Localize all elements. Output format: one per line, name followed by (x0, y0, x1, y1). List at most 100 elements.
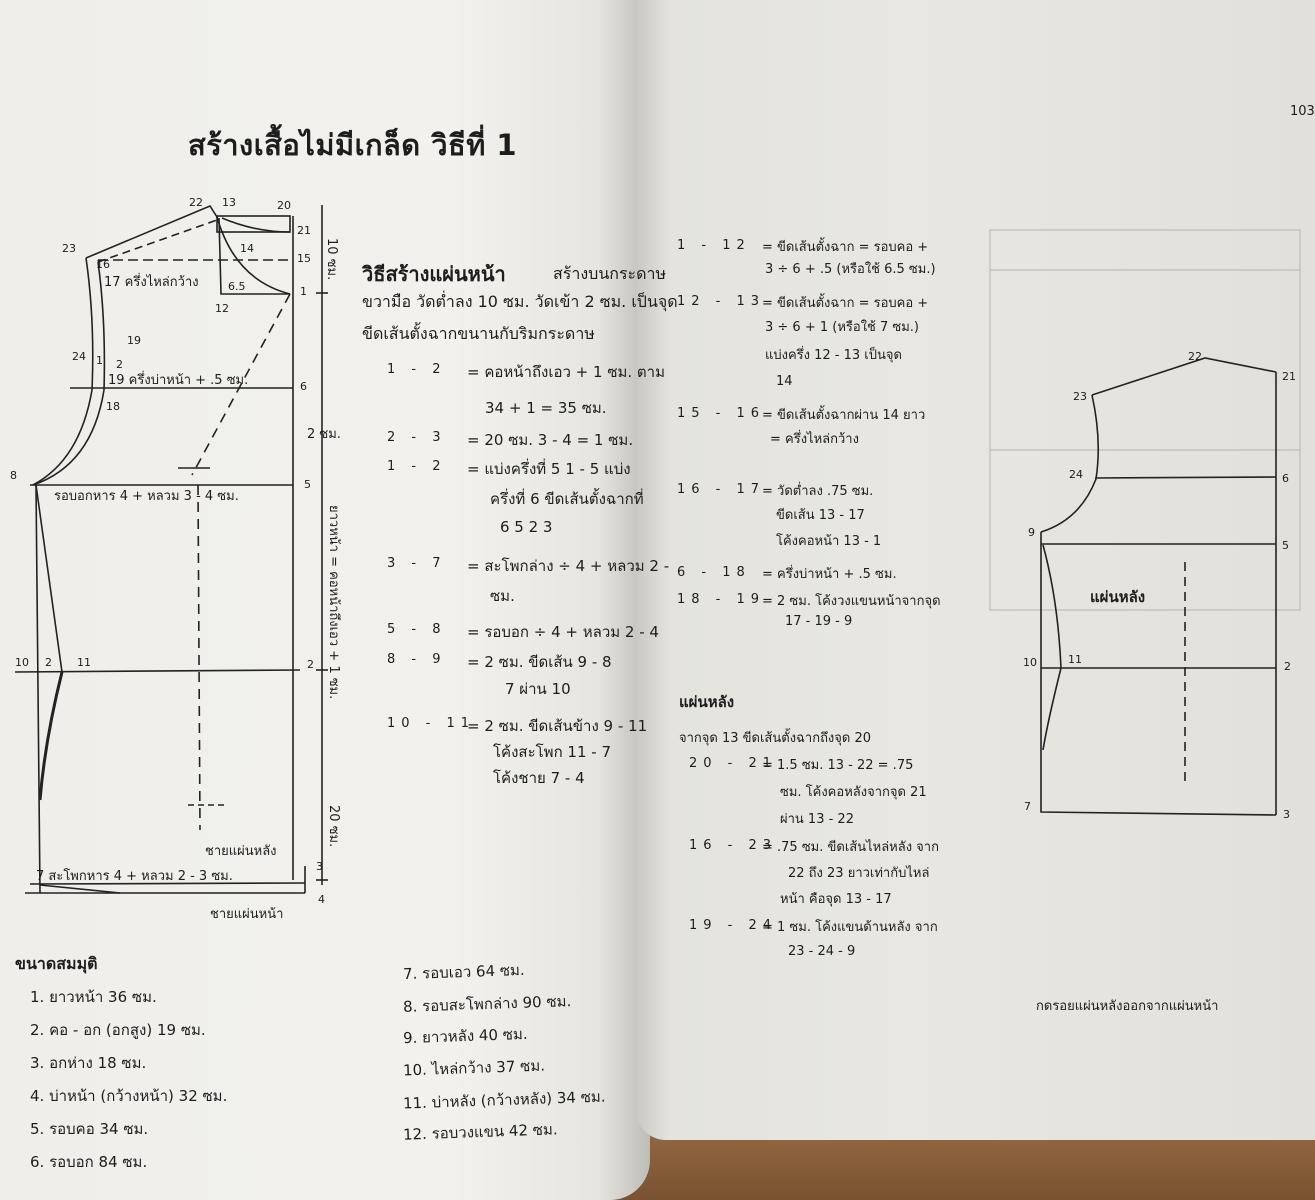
step-text: = 2 ซม. โค้งวงแขนหน้าจากจุด (762, 594, 941, 609)
diagram-label: 2 (45, 656, 52, 669)
step-text-continued: 23 - 24 - 9 (788, 944, 856, 959)
step-text: = 2 ซม. ขีดเส้น 9 - 8 (467, 653, 612, 671)
diagram-label: 7 สะโพกหาร 4 + หลวม 2 - 3 ซม. (36, 868, 233, 884)
step-text-continued: 17 - 19 - 9 (785, 614, 853, 629)
diagram-label: แผ่นหลัง (1090, 588, 1145, 606)
diagram-label: 2 (307, 658, 314, 671)
diagram-label: 4 (318, 893, 325, 906)
diagram-label: 21 (1282, 370, 1296, 383)
diagram-label: 1 (300, 285, 307, 298)
step-text-continued: 6 5 2 3 (500, 518, 553, 536)
diagram-label: 3 (1283, 808, 1290, 821)
measurement-item: 4. บ่าหน้า (กว้างหน้า) 32 ซม. (30, 1087, 228, 1105)
step-text-continued: ซม. (490, 587, 515, 605)
diagram-label: 20 (277, 199, 291, 212)
diagram-label: 15 (297, 252, 311, 265)
diagram-label: ชายแผ่นหลัง (205, 844, 277, 859)
diagram-label: 24 (72, 350, 86, 363)
step-points: 16 - 17 (677, 482, 766, 497)
measurement-item: 1. ยาวหน้า 36 ซม. (30, 988, 157, 1006)
measurement-item: 5. รอบคอ 34 ซม. (30, 1120, 149, 1138)
measurement-item: 2. คอ - อก (อกสูง) 19 ซม. (30, 1021, 206, 1039)
diagram-label: 6.5 (228, 280, 246, 293)
step-points: 1 - 2 (387, 362, 447, 377)
instructions-intro: ขวามือ วัดต่ำลง 10 ซม. วัดเข้า 2 ซม. เป็… (362, 292, 678, 311)
measurement-item: 10. ไหล่กว้าง 37 ซม. (402, 1056, 546, 1080)
diagram-label: 13 (222, 196, 236, 209)
diagram-label: 17 ครึ่งไหล่กว้าง (104, 273, 199, 290)
step-text-continued: 22 ถึง 23 ยาวเท่ากับไหล่ (788, 866, 930, 881)
step-text-continued: ขีดเส้น 13 - 17 (776, 508, 865, 523)
back-heading: แผ่นหลัง (679, 693, 735, 711)
step-points: 20 - 21 (689, 756, 778, 771)
diagram-label: 2 ซม. (307, 427, 341, 442)
step-text-continued: โค้งคอหน้า 13 - 1 (776, 534, 882, 549)
left-page (0, 0, 650, 1200)
step-points: 5 - 8 (387, 622, 447, 637)
front-pattern-diagram: 22 13 20 21 23 16 14 15 17 ครึ่งไหล่กว้า… (10, 196, 341, 922)
diagram-label: 19 (127, 334, 141, 347)
measurements-heading: ขนาดสมมุติ (15, 954, 98, 973)
diagram-label: 18 (106, 400, 120, 413)
diagram-label: ยาวหน้า = คอหน้าถึงเอว + 1 ซม. (326, 505, 341, 699)
diagram-label: 8 (10, 469, 17, 482)
diagram-label: 9 (1028, 526, 1035, 539)
step-text-continued: ครึ่งที่ 6 ขีดเส้นตั้งฉากที่ (490, 490, 644, 508)
step-points: 15 - 16 (677, 406, 766, 421)
right-page (636, 0, 1315, 1140)
diagram-label: 16 (96, 258, 110, 271)
step-text-continued: 34 + 1 = 35 ซม. (485, 399, 607, 417)
measurement-item: 3. อกห่าง 18 ซม. (30, 1054, 147, 1072)
measurement-item: 6. รอบอก 84 ซม. (30, 1153, 148, 1171)
diagram-label: รอบอกหาร 4 + หลวม 3 - 4 ซม. (54, 489, 239, 504)
diagram-label: ชายแผ่นหน้า (210, 907, 283, 922)
step-points: 8 - 9 (387, 652, 447, 667)
diagram-label: 24 (1069, 468, 1083, 481)
diagram-label: 1 (96, 354, 103, 367)
step-text: = แบ่งครึ่งที่ 5 1 - 5 แบ่ง (467, 460, 631, 478)
diagram-label: 5 (1282, 539, 1289, 552)
diagram-label: 2 (1284, 660, 1291, 673)
step-points: 19 - 24 (689, 918, 778, 933)
step-text-continued: โค้งชาย 7 - 4 (493, 769, 585, 787)
diagram-label: 2 (116, 358, 123, 371)
step-text: = ขีดเส้นตั้งฉาก = รอบคอ + (762, 296, 929, 311)
page-title: สร้างเสื้อไม่มีเกล็ด วิธีที่ 1 (188, 128, 518, 162)
step-text-continued: โค้งสะโพก 11 - 7 (493, 743, 612, 761)
page-number: 103 (1290, 104, 1315, 119)
diagram-label: 10 (15, 656, 29, 669)
step-text-continued: ซม. โค้งคอหลังจากจุด 21 (780, 785, 927, 800)
diagram-label: 20 ซม. (326, 805, 341, 847)
step-text: = 20 ซม. 3 - 4 = 1 ซม. (467, 431, 634, 449)
diagram-label: 10 (1023, 656, 1037, 669)
step-text-continued: = ครึ่งไหล่กว้าง (770, 432, 859, 447)
step-text-continued: 3 ÷ 6 + .5 (หรือใช้ 6.5 ซม.) (765, 262, 936, 277)
step-text: = คอหน้าถึงเอว + 1 ซม. ตาม (467, 363, 665, 381)
step-text: = ขีดเส้นตั้งฉาก = รอบคอ + (762, 240, 929, 255)
step-points: 1 - 2 (387, 459, 447, 474)
step-text: = 1.5 ซม. 13 - 22 = .75 (762, 758, 914, 773)
step-points: 16 - 23 (689, 838, 778, 853)
diagram-label: 3 (316, 860, 323, 873)
step-text-continued: แบ่งครึ่ง 12 - 13 เป็นจุด (765, 348, 902, 363)
instructions-intro: สร้างบนกระดาษ (553, 264, 667, 283)
step-points: 6 - 18 (677, 565, 751, 580)
diagram-label: 11 (77, 656, 91, 669)
step-points: 1 - 12 (677, 238, 751, 253)
diagram-label: 12 (215, 302, 229, 315)
diagram-label: 22 (1188, 350, 1202, 363)
step-text-continued: 7 ผ่าน 10 (505, 680, 571, 698)
step-text-continued: 3 ÷ 6 + 1 (หรือใช้ 7 ซม.) (765, 320, 919, 335)
diagram-label: 7 (1024, 800, 1031, 813)
step-points: 18 - 19 (677, 592, 766, 607)
step-text: = สะโพกล่าง ÷ 4 + หลวม 2 - (467, 557, 670, 575)
diagram-label: 14 (240, 242, 254, 255)
step-text: = .75 ซม. ขีดเส้นไหล่หลัง จาก (762, 840, 939, 855)
instructions-heading: วิธีสร้างแผ่นหน้า (362, 262, 506, 286)
step-text-continued: หน้า คือจุด 13 - 17 (780, 892, 892, 907)
diagram-label: 10 ซม. (324, 238, 339, 280)
step-points: 2 - 3 (387, 430, 447, 445)
step-text: = วัดต่ำลง .75 ซม. (762, 484, 874, 499)
step-text: = ขีดเส้นตั้งฉากผ่าน 14 ยาว (762, 408, 926, 423)
step-text: = 1 ซม. โค้งแขนด้านหลัง จาก (762, 920, 938, 935)
